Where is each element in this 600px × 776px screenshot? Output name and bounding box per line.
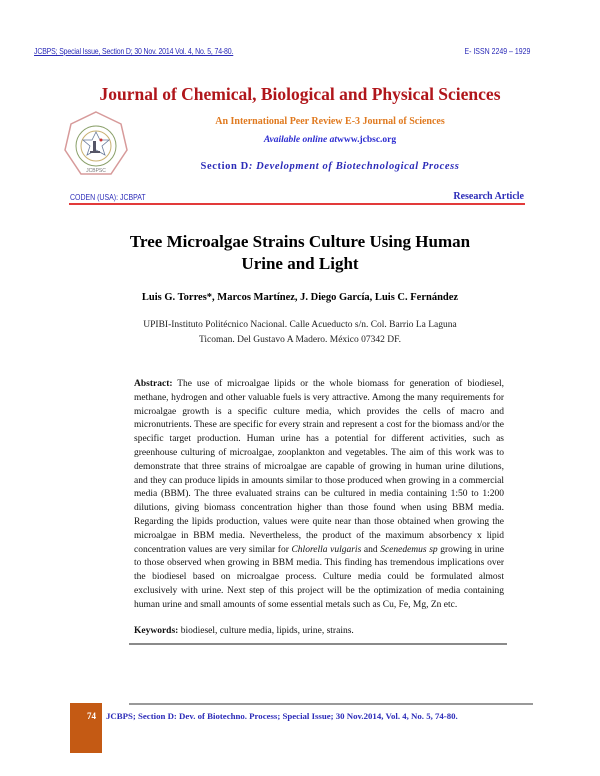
running-header-issn: E- ISSN 2249 – 1929 [464, 46, 530, 56]
coden-label: CODEN (USA): JCBPAT [70, 192, 146, 202]
abstract-text-2: and [361, 544, 381, 555]
section-heading: Section D: Development of Biotechnologic… [140, 161, 520, 172]
authors: Luis G. Torres*, Marcos Martínez, J. Die… [141, 292, 459, 303]
article-type-label: Research Article [453, 191, 524, 202]
journal-title: Journal of Chemical, Biological and Phys… [99, 84, 501, 104]
section-label: Section D [200, 161, 249, 172]
page-number: 74 [87, 711, 96, 721]
journal-logo-icon: JCBPSC [63, 110, 129, 180]
abstract-text-1: The use of microalgae lipids or the whol… [134, 379, 504, 555]
keywords-text: biodiesel, culture media, lipids, urine,… [178, 626, 354, 636]
header-divider [69, 203, 525, 205]
species-scenedemus: Scenedemus sp [380, 544, 438, 555]
abstract-text-3: growing in urine to those observed when … [134, 544, 505, 610]
affiliation-line-2: Ticoman. Del Gustavo A Madero. México 07… [198, 335, 402, 345]
running-header-left[interactable]: JCBPS; Special Issue, Section D; 30 Nov.… [34, 46, 234, 56]
keywords: Keywords: biodiesel, culture media, lipi… [134, 626, 504, 636]
availability-line: Available online atwww.jcbsc.org [150, 135, 510, 145]
journal-url-link[interactable]: www.jcbsc.org [337, 135, 397, 145]
paper-title-line-2: Urine and Light [241, 254, 359, 273]
species-chlorella: Chlorella vulgaris [291, 544, 362, 555]
affiliation: UPIBI-Instituto Politécnico Nacional. Ca… [100, 318, 500, 348]
abstract-divider [129, 643, 507, 645]
paper-title: Tree Microalgae Strains Culture Using Hu… [100, 231, 500, 275]
abstract: Abstract: The use of microalgae lipids o… [134, 378, 504, 613]
footer-divider [129, 703, 533, 705]
availability-prefix: Available online at [263, 135, 338, 145]
svg-text:JCBPSC: JCBPSC [86, 168, 106, 174]
section-name: : Development of Biotechnological Proces… [248, 161, 460, 172]
footer-citation: JCBPS; Section D: Dev. of Biotechno. Pro… [106, 711, 458, 721]
affiliation-line-1: UPIBI-Instituto Politécnico Nacional. Ca… [143, 320, 457, 330]
page-number-box [70, 703, 102, 753]
journal-subtitle: An International Peer Review E-3 Journal… [215, 116, 445, 127]
abstract-label: Abstract: [134, 379, 173, 389]
paper-title-line-1: Tree Microalgae Strains Culture Using Hu… [129, 232, 471, 251]
keywords-label: Keywords: [134, 626, 179, 636]
